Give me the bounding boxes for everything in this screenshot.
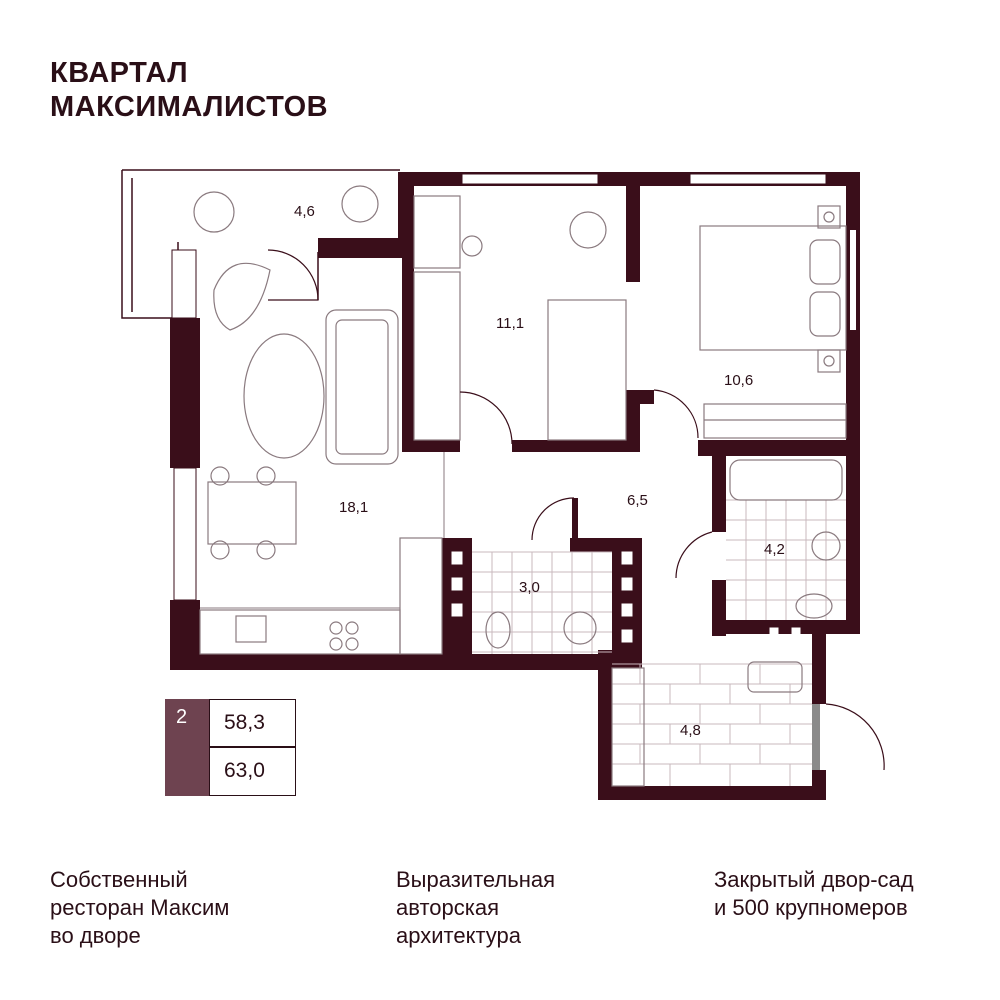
door-balcony	[267, 249, 319, 301]
door-bedroom-2	[653, 389, 699, 439]
toilet-2-icon	[485, 611, 511, 649]
total-area: 63,0	[224, 759, 265, 782]
feature-line: Выразительная	[396, 867, 556, 892]
bed-2-icon	[699, 225, 847, 351]
shoe-rack-icon	[611, 667, 645, 787]
living-area-cell: 58,3	[209, 699, 296, 747]
tiles	[472, 499, 846, 786]
brand-line-2: МАКСИМАЛИСТОВ	[50, 91, 329, 123]
room-area-entrance: 4,8	[680, 722, 701, 739]
room-count: 2	[176, 706, 188, 728]
door-bathroom-1	[675, 531, 713, 579]
sofa-icon	[325, 309, 399, 465]
sink-1-icon	[811, 531, 841, 561]
room-area-bedroom-2: 10,6	[724, 372, 753, 389]
feature-architecture: Выразительная авторская архитектура	[396, 866, 555, 950]
bathtub-icon	[729, 459, 843, 501]
dining-table-icon	[207, 481, 297, 545]
apartment-badge: 2 58,3 63,0	[165, 699, 296, 796]
thin-lines	[200, 452, 445, 609]
brand-logo: КВАРТАЛ МАКСИМАЛИСТОВ	[50, 56, 328, 124]
feature-line: архитектура	[396, 923, 521, 948]
toilet-1-icon	[795, 593, 833, 619]
bed-1-icon	[547, 299, 627, 441]
room-count-cell: 2	[165, 699, 209, 796]
room-labels: 4,6 11,1 10,6 18,1 6,5 4,2 3,0 4,8	[294, 203, 785, 739]
total-area-cell: 63,0	[209, 747, 296, 796]
desk-icon	[413, 195, 461, 269]
room-area-bedroom-1: 11,1	[496, 315, 524, 332]
sink-2-icon	[563, 611, 597, 645]
door-bathroom-2	[531, 497, 575, 541]
living-area: 58,3	[224, 711, 265, 734]
door-entrance	[825, 703, 885, 771]
room-area-living: 18,1	[339, 499, 368, 516]
room-area-bathroom-2: 3,0	[519, 579, 540, 596]
feature-restaurant: Собственный ресторан Максим во дворе	[50, 866, 229, 950]
bench-icon	[747, 661, 803, 693]
wardrobe-icon	[413, 271, 461, 441]
room-area-hallway: 6,5	[627, 492, 648, 509]
balcony-chair-icon	[193, 191, 235, 233]
bathroom-2-blocks	[451, 551, 801, 643]
feature-line: и 500 крупномеров	[714, 895, 908, 920]
plant-2-icon	[569, 211, 607, 249]
feature-line: авторская	[396, 895, 499, 920]
armchair-icon	[213, 262, 271, 331]
feature-line: Закрытый двор-сад	[714, 867, 914, 892]
plant-1-icon	[341, 185, 379, 223]
kitchen-counter-icon	[199, 609, 401, 655]
furniture	[193, 185, 847, 787]
room-area-balcony: 4,6	[294, 203, 315, 220]
wardrobe-2-icon	[703, 403, 847, 439]
doors	[267, 249, 885, 771]
feature-garden: Закрытый двор-сад и 500 крупномеров	[714, 866, 914, 922]
feature-line: во дворе	[50, 923, 141, 948]
windows	[171, 173, 856, 601]
rug-icon	[243, 333, 325, 459]
door-bedroom-1	[459, 391, 513, 445]
brand-line-1: КВАРТАЛ	[50, 57, 189, 89]
feature-line: Собственный	[50, 867, 188, 892]
feature-line: ресторан Максим	[50, 895, 230, 920]
room-area-bathroom-1: 4,2	[764, 541, 785, 558]
